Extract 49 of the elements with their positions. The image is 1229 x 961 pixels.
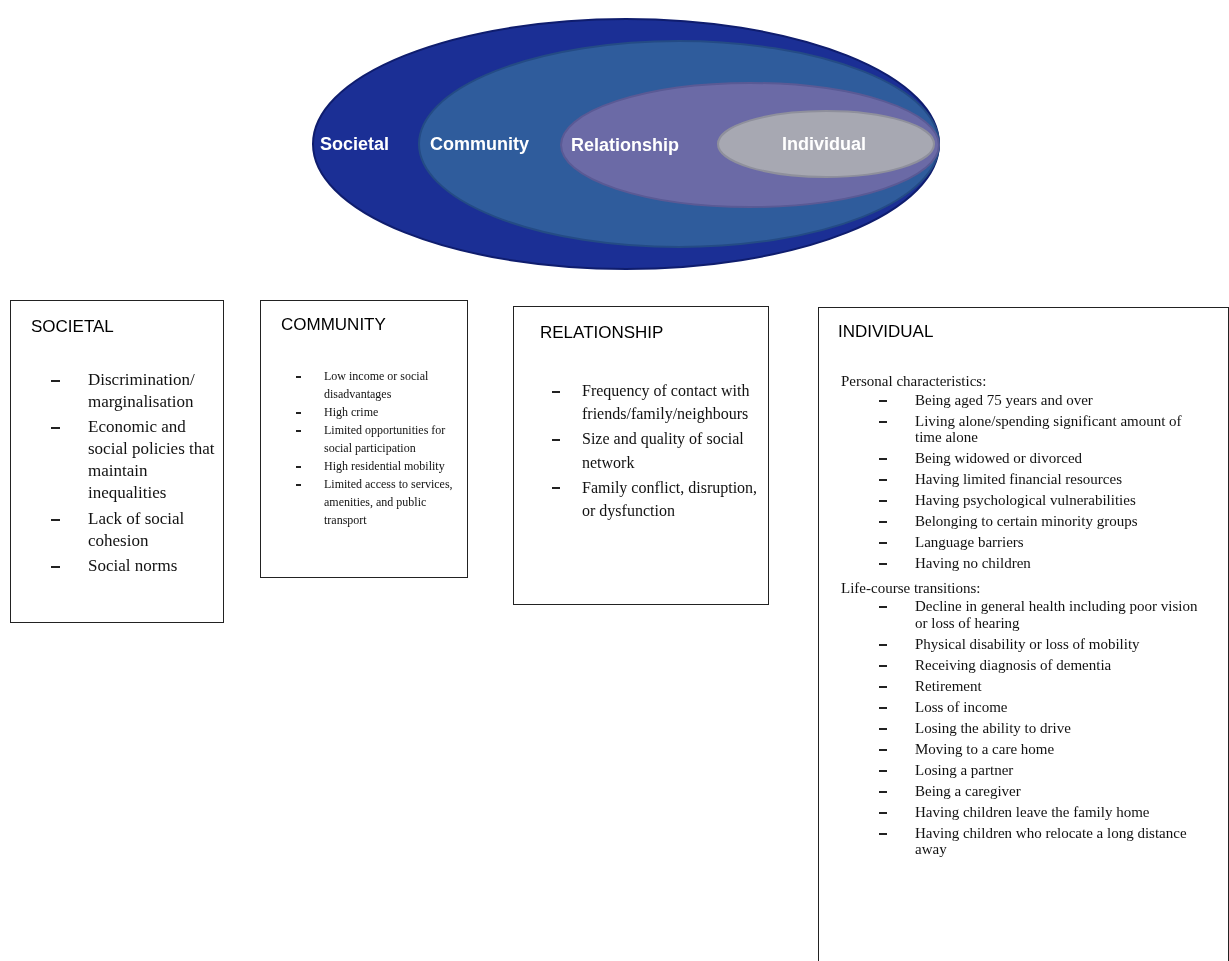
list-item-text: Economic and social policies that maintain inequalities xyxy=(88,416,216,505)
list-item-text: Decline in general health including poor vision or loss of hearing xyxy=(915,598,1199,631)
list-item-text: Lack of social cohesion xyxy=(88,507,186,552)
list-item-text: Size and quality of social network xyxy=(582,429,745,473)
list-item-text: Belonging to certain minority groups xyxy=(915,513,1139,530)
list-item-text: Having limited financial resources xyxy=(915,471,1123,488)
list-item-text: Moving to a care home xyxy=(915,740,1056,757)
text-box xyxy=(513,306,769,605)
section-heading: Personal characteristics: xyxy=(841,373,988,390)
layer-label: Relationship xyxy=(571,134,679,156)
box-heading: RELATIONSHIP xyxy=(540,323,664,343)
list-item-text: Language barriers xyxy=(915,534,1025,551)
ellipse-layer xyxy=(418,40,940,248)
box-heading: INDIVIDUAL xyxy=(838,322,934,342)
list-item-text: Social norms xyxy=(88,554,179,577)
text-box xyxy=(260,300,468,578)
layer-label: Societal xyxy=(320,133,390,155)
layer-label: Community xyxy=(430,133,529,155)
list-item-text: Living alone/spending significant amount of time alone xyxy=(915,412,1183,446)
ellipse-layer xyxy=(717,110,935,178)
list-item-text: Family conflict, disruption, or dysfunction xyxy=(582,477,759,522)
list-item-text: Limited access to services, amenities, and public transport xyxy=(324,476,454,529)
box-heading: SOCIETAL xyxy=(31,317,114,337)
ellipse-layer xyxy=(312,18,940,270)
text-box xyxy=(10,300,224,623)
list-item-text: Low income or social disadvantages xyxy=(324,368,430,403)
box-heading: COMMUNITY xyxy=(281,315,386,335)
list-item-text: Limited opportunities for social participation xyxy=(324,422,447,457)
list-item-text: Being aged 75 years and over xyxy=(915,391,1094,408)
list-item-text: High crime xyxy=(324,404,380,421)
list-item-text: Having children leave the family home xyxy=(915,803,1151,820)
list-item-text: Being a caregiver xyxy=(915,782,1022,799)
section-heading: Life-course transitions: xyxy=(841,579,982,596)
list-item-text: Frequency of contact with friends/family/neighbours xyxy=(582,381,751,425)
list-item-text: Having no children xyxy=(915,555,1032,572)
list-item-text: Losing the ability to drive xyxy=(915,719,1072,736)
layer-label: Individual xyxy=(782,133,866,155)
list-item-text: Loss of income xyxy=(915,698,1009,715)
list-item-text: High residential mobility xyxy=(324,458,446,475)
text-box xyxy=(818,307,1229,961)
list-item-text: Losing a partner xyxy=(915,761,1015,778)
list-item-text: Receiving diagnosis of dementia xyxy=(915,656,1113,673)
list-item-text: Physical disability or loss of mobility xyxy=(915,635,1141,652)
list-item-text: Discrimination/ marginalisation xyxy=(88,369,196,414)
list-item-text: Having psychological vulnerabilities xyxy=(915,492,1137,509)
list-item-text: Retirement xyxy=(915,677,983,694)
ellipse-layer xyxy=(560,82,940,208)
list-item-text: Having children who relocate a long distance away xyxy=(915,824,1188,858)
list-item-text: Being widowed or divorced xyxy=(915,450,1084,467)
